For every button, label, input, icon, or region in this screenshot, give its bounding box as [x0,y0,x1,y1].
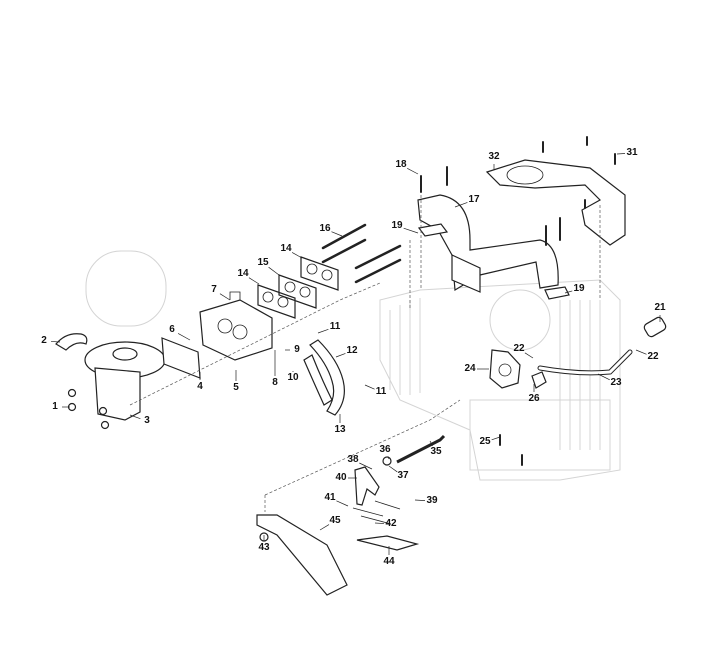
callout-25: 25 [479,436,491,447]
callout-14: 14 [237,268,249,279]
callout-22: 22 [513,343,525,354]
fuel-system [489,316,667,389]
air-filter-ghost [85,250,167,327]
bolts [420,136,616,466]
leader-line [291,252,303,259]
callout-7: 7 [211,284,217,295]
callout-11: 11 [375,386,387,397]
leader-line [331,231,343,237]
callout-17: 17 [468,194,480,205]
callout-10: 10 [287,372,299,383]
callout-45: 45 [329,515,341,526]
leader-line [414,499,426,501]
callout-43: 43 [258,542,270,553]
leader-line [429,440,433,447]
callout-23: 23 [610,377,622,388]
callout-11: 11 [329,321,341,332]
throttle-linkage [256,434,446,596]
callout-5: 5 [233,382,239,393]
leader-line [359,462,373,470]
leader-line [635,349,647,355]
callout-40: 40 [335,472,347,483]
callout-14: 14 [280,243,292,254]
leader-line [454,202,468,208]
callout-37: 37 [397,470,409,481]
leader-line [491,436,501,441]
callout-38: 38 [347,454,359,465]
leader-lines [50,153,661,555]
callout-35: 35 [430,446,442,457]
callout-22: 22 [647,351,659,362]
leader-line [219,293,231,301]
heat-shield [485,159,626,246]
callout-36: 36 [379,444,391,455]
intake-manifold [417,194,570,300]
leader-line [407,167,419,175]
callout-13: 13 [334,424,346,435]
callout-32: 32 [488,151,500,162]
callout-1: 1 [52,401,58,412]
leader-line [268,266,280,276]
callout-18: 18 [395,159,407,170]
callout-16: 16 [319,223,331,234]
leader-line [177,333,191,341]
callout-41: 41 [324,492,336,503]
leader-line [374,522,385,524]
leader-line [597,373,610,381]
carburettor [199,291,273,361]
leader-line [335,353,346,358]
gasket-4 [161,337,201,379]
callout-9: 9 [294,344,300,355]
leader-line [524,352,534,359]
callout-4: 4 [197,381,203,392]
callout-12: 12 [346,345,358,356]
leader-line [50,341,61,343]
callout-3: 3 [144,415,150,426]
callout-6: 6 [169,324,175,335]
callout-42: 42 [385,518,397,529]
leader-line [248,277,260,285]
callout-21: 21 [654,302,666,313]
callout-2: 2 [41,335,47,346]
callout-44: 44 [383,556,395,567]
callout-24: 24 [464,363,476,374]
leader-line [364,384,375,390]
leader-line [387,456,390,460]
callout-19: 19 [573,283,585,294]
leader-line [129,414,141,420]
callout-39: 39 [426,495,438,506]
leader-line [564,290,573,294]
leader-line [388,465,398,473]
leader-line [616,153,626,155]
leader-line [336,500,349,507]
studs [321,223,402,284]
leader-line [403,227,419,234]
leader-line [319,524,330,531]
callout-15: 15 [257,257,269,268]
callout-19: 19 [391,220,403,231]
callout-8: 8 [272,377,278,388]
callout-26: 26 [528,393,540,404]
callout-31: 31 [626,147,638,158]
alignment-lines [129,195,601,512]
leader-line [317,328,329,334]
air-filter-base [55,333,166,430]
gaskets [257,256,339,319]
hoses [303,339,345,416]
